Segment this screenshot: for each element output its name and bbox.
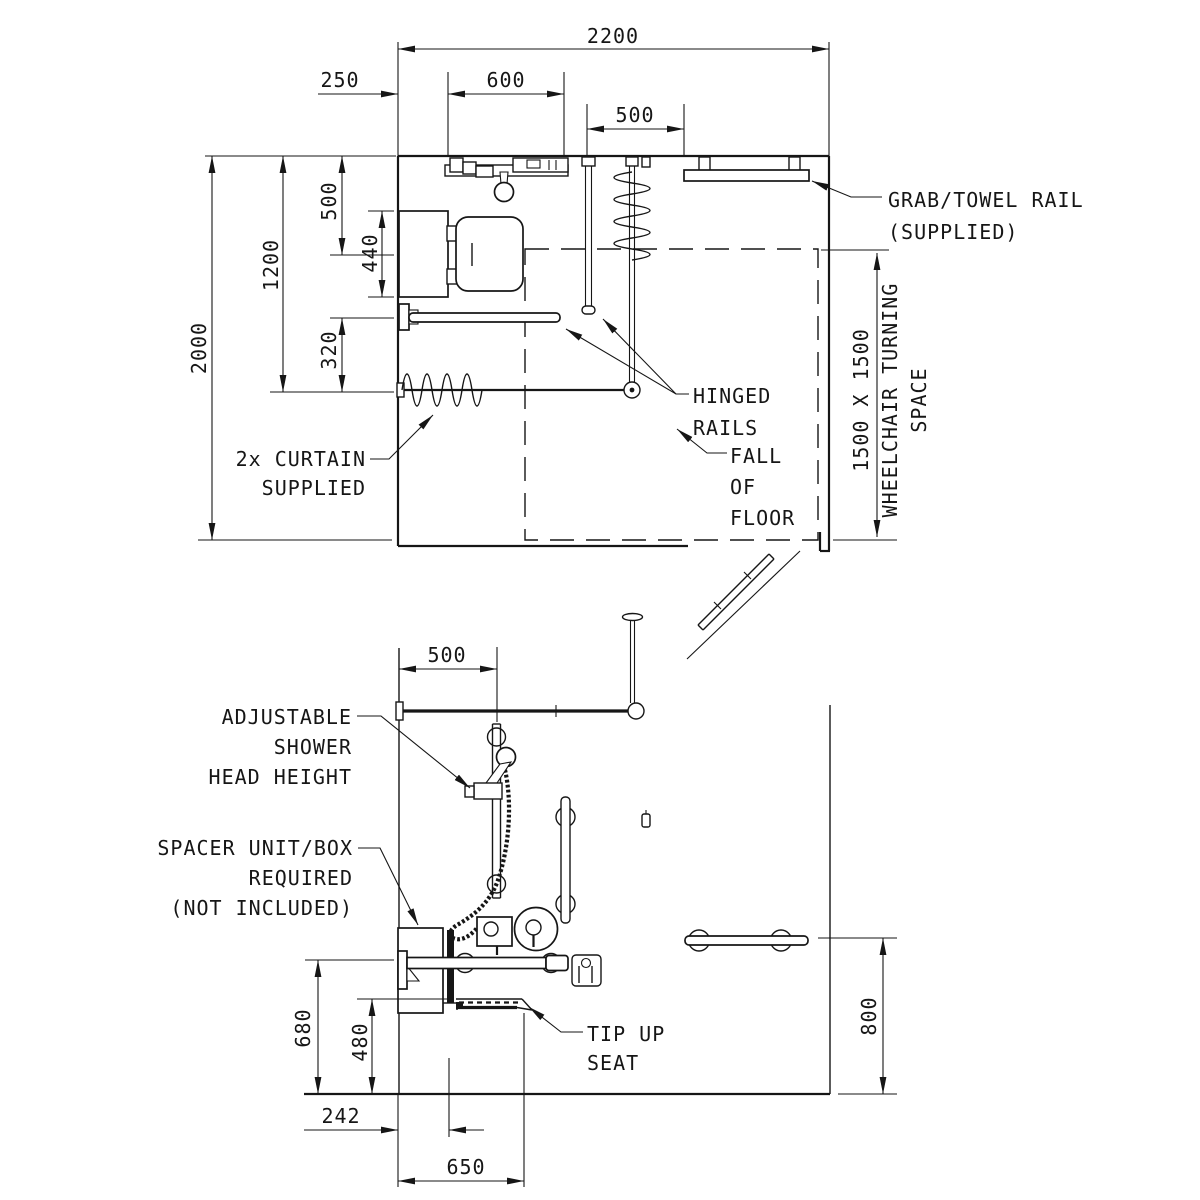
dim-500-top-text: 500 (615, 103, 654, 127)
elevation-tip-up-seat (456, 998, 533, 1011)
rail-corner-joint (627, 702, 645, 720)
plan-turning-space (524, 248, 819, 541)
elevation-vertical-grab-rail (555, 796, 651, 924)
dim-600-text: 600 (486, 68, 525, 92)
plan-walls (396, 154, 831, 553)
label-seat-2: SEAT (587, 1051, 639, 1075)
dim-turning-space-text: 1500 X 1500 (849, 328, 873, 471)
handset-holder (473, 782, 503, 800)
label-spacer-3: (NOT INCLUDED) (170, 896, 353, 920)
dim-680-text: 680 (291, 1008, 315, 1047)
dim-480-text: 480 (348, 1022, 372, 1061)
label-curtain-1: 2x CURTAIN (236, 447, 366, 471)
label-spacer-2: REQUIRED (249, 866, 353, 890)
label-shower-1: ADJUSTABLE (222, 705, 352, 729)
label-fall-1: FALL (730, 444, 782, 468)
label-seat-1: TIP UP (587, 1022, 665, 1046)
elevation-view: 500 680 480 242 650 800 ADJUSTABLE SHOW (157, 612, 897, 1187)
label-fall-3: FLOOR (730, 506, 795, 530)
curtain-squiggle-vertical (613, 171, 651, 261)
label-turning-space: SPACE (907, 367, 931, 432)
dim-800-text: 800 (857, 996, 881, 1035)
plan-view: 2200 250 600 500 2000 1200 500 440 320 (187, 24, 1084, 660)
label-shower-3: HEAD HEIGHT (209, 765, 352, 789)
label-wheelchair-turning: WHEELCHAIR TURNING (878, 283, 902, 518)
elevation-curtain-rail (395, 612, 645, 721)
wall-control-box (641, 156, 651, 168)
plan-hinged-rail-horizontal (398, 303, 561, 331)
elevation-labels: ADJUSTABLE SHOWER HEAD HEIGHT SPACER UNI… (157, 705, 665, 1075)
small-fixture (641, 813, 651, 828)
seat-hinge (456, 1002, 463, 1009)
plan-labels: GRAB/TOWEL RAIL (SUPPLIED) HINGED RAILS … (236, 180, 1084, 530)
label-shower-2: SHOWER (274, 735, 352, 759)
plan-grab-towel-rail (683, 156, 810, 182)
dim-500-left-text: 500 (317, 181, 341, 220)
elevation-mixer-control (513, 906, 559, 952)
dim-2000-text: 2000 (187, 322, 211, 374)
plan-shower-unit (444, 156, 651, 203)
elevation-dimensions: 500 680 480 242 650 800 (291, 643, 897, 1187)
plan-curtain-rail-horizontal (396, 373, 641, 407)
label-curtain-2: SUPPLIED (262, 476, 366, 500)
toilet-pan (455, 216, 524, 292)
label-spacer-1: SPACER UNIT/BOX (157, 836, 353, 860)
label-hinged-1: HINGED (693, 384, 771, 408)
plan-hinged-rail-vertical (581, 156, 596, 315)
elevation-hinged-rail (397, 950, 602, 990)
elevation-shower-riser (448, 723, 517, 955)
curtain-squiggle-horizontal (401, 373, 483, 407)
plan-toilet (398, 210, 524, 298)
elevation-horizontal-grab-rail (684, 929, 809, 952)
dim-1200-text: 1200 (259, 239, 283, 291)
plan-door (686, 550, 801, 660)
dim-500-elev-text: 500 (427, 643, 466, 667)
elevation-walls (304, 648, 831, 1096)
cistern (398, 210, 449, 298)
label-grab-rail-1: GRAB/TOWEL RAIL (888, 188, 1084, 212)
label-hinged-2: RAILS (693, 416, 758, 440)
dim-250-text: 250 (320, 68, 359, 92)
dim-2200-text: 2200 (587, 24, 639, 48)
label-fall-2: OF (730, 475, 756, 499)
handset-head (493, 181, 515, 203)
shower-hose (448, 769, 512, 942)
dim-650-text: 650 (446, 1155, 485, 1179)
label-grab-rail-2: (SUPPLIED) (888, 220, 1018, 244)
dim-242-text: 242 (321, 1104, 360, 1128)
ceiling-flange (621, 612, 644, 622)
dim-320-text: 320 (317, 330, 341, 369)
dim-440-text: 440 (358, 233, 382, 272)
plan-dimensions: 2200 250 600 500 2000 1200 500 440 320 (187, 24, 931, 541)
